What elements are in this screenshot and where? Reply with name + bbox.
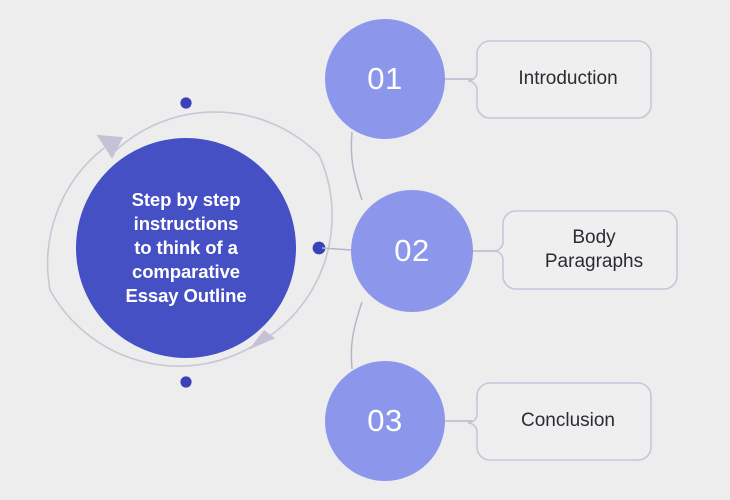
step-number-02: 02 xyxy=(394,233,430,268)
connector-step-2-to-step-3 xyxy=(350,301,363,370)
ring-arc-upper xyxy=(110,111,320,156)
ring-arrowhead-bottom-right xyxy=(248,330,276,350)
hub-title: Step by step instructions to think of a … xyxy=(125,188,247,307)
connector-step-2-to-step-1 xyxy=(350,131,363,201)
callout-shape-02 xyxy=(493,210,678,290)
ring-arc-right xyxy=(261,154,333,342)
callout-shape-03 xyxy=(467,382,652,461)
step-callout-01[interactable]: Introduction xyxy=(467,40,652,119)
step-label-01: Introduction xyxy=(518,68,618,90)
rotation-ring xyxy=(46,111,333,367)
connector-hub-to-step-2 xyxy=(321,247,353,251)
step-number-01: 01 xyxy=(367,61,403,96)
callout-shape-01 xyxy=(467,40,652,119)
step-callout-03[interactable]: Conclusion xyxy=(467,382,652,461)
step-label-02: Body Paragraphs xyxy=(544,226,644,272)
ring-arc-lower xyxy=(49,289,254,367)
step-callout-02[interactable]: Body Paragraphs xyxy=(493,210,678,290)
ring-dot-right xyxy=(312,241,326,255)
ring-arc-left xyxy=(46,147,105,291)
step-label-03: Conclusion xyxy=(521,410,615,432)
ring-dot-bottom xyxy=(180,376,192,388)
step-number-03: 03 xyxy=(367,403,403,438)
ring-dot-top xyxy=(180,97,192,109)
step-circle-02[interactable]: 02 xyxy=(351,190,473,312)
step-circle-03[interactable]: 03 xyxy=(325,361,445,481)
ring-arrowhead-top-left xyxy=(96,134,124,159)
step-circle-01[interactable]: 01 xyxy=(325,19,445,139)
hub-circle[interactable]: Step by step instructions to think of a … xyxy=(76,138,296,358)
